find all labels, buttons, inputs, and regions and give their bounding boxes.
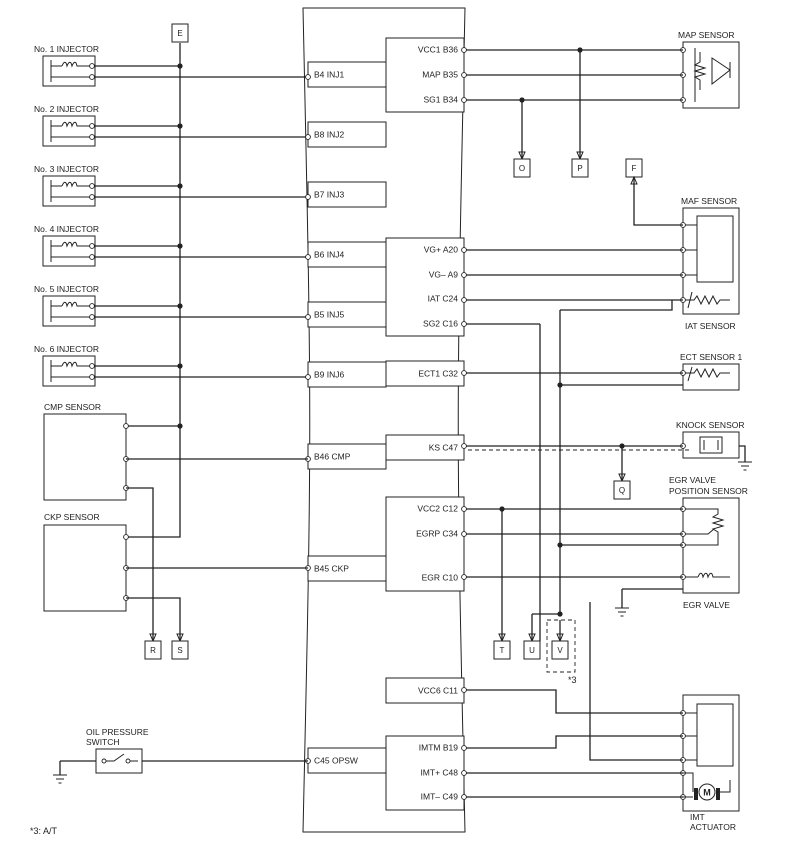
- pin-vcc2-c12: VCC2 C12: [417, 504, 458, 514]
- connector-s: S: [171, 633, 189, 660]
- pin-vcc6-c11: VCC6 C11: [418, 686, 458, 696]
- egr-valve-label: EGR VALVE: [683, 600, 730, 610]
- maf-wires: [464, 177, 683, 325]
- pin-vg-plus-a20: VG+ A20: [424, 245, 459, 255]
- map-sensor: MAP SENSOR: [678, 30, 740, 109]
- svg-text:F: F: [632, 164, 637, 173]
- injector-1: [42, 55, 96, 87]
- map-wires: [464, 47, 683, 159]
- maf-sensor: MAF SENSOR IAT SENSOR: [680, 196, 740, 331]
- oil-switch-label-2: SWITCH: [86, 737, 120, 747]
- pin-b46-cmp: B46 CMP: [314, 452, 351, 462]
- injector-4: [42, 235, 96, 267]
- note-ref-3: *3: [568, 675, 577, 685]
- ecm-right-pin-labels: VCC1 B36 MAP B35 SG1 B34 VG+ A20 VG– A9 …: [416, 45, 458, 802]
- pin-b45-ckp: B45 CKP: [314, 564, 349, 574]
- pin-b5-inj5: B5 INJ5: [314, 310, 345, 320]
- injector-6-label: No. 6 INJECTOR: [34, 344, 99, 354]
- pin-sg2-c16: SG2 C16: [423, 319, 458, 329]
- connector-tags: E O P F Q R S: [144, 23, 643, 660]
- connector-q: Q: [613, 473, 631, 500]
- egr-wires: [464, 506, 683, 641]
- injector-2-label: No. 2 INJECTOR: [34, 104, 99, 114]
- egrp-label-2: POSITION SENSOR: [669, 486, 748, 496]
- pin-sg1-b34: SG1 B34: [424, 95, 459, 105]
- pin-imt-minus-c49: IMT– C49: [421, 792, 459, 802]
- injector-3: [42, 175, 96, 207]
- connector-r: R: [144, 633, 162, 660]
- svg-text:O: O: [519, 164, 525, 173]
- svg-text:T: T: [500, 646, 505, 655]
- ecm-left-pin-labels: B4 INJ1 B8 INJ2 B7 INJ3 B6 INJ4 B5 INJ5 …: [314, 70, 358, 766]
- ecm-right-pin-boxes: [385, 37, 465, 811]
- injector-1-label: No. 1 INJECTOR: [34, 44, 99, 54]
- injectors: No. 1 INJECTOR No. 2 INJECTOR No. 3 INJE…: [34, 44, 99, 387]
- svg-text:S: S: [177, 646, 182, 655]
- egrp-label-1: EGR VALVE: [669, 475, 716, 485]
- injector-2: [42, 115, 96, 147]
- pin-egr-c10: EGR C10: [422, 573, 459, 583]
- pin-ect1-c32: ECT1 C32: [418, 369, 458, 379]
- cmp-sensor: CMP SENSOR: [43, 402, 308, 641]
- connector-t: T: [493, 633, 511, 660]
- imt-label-1: IMT: [690, 812, 705, 822]
- injector-3-label: No. 3 INJECTOR: [34, 164, 99, 174]
- imt-actuator: M IMT ACTUATOR: [680, 694, 740, 832]
- sensor-ground-trunk: *3: [531, 310, 577, 685]
- map-sensor-label: MAP SENSOR: [678, 30, 735, 40]
- svg-text:U: U: [529, 646, 535, 655]
- injector-signal-wires: [94, 76, 308, 378]
- iat-sensor-label: IAT SENSOR: [685, 321, 736, 331]
- ckp-sensor: CKP SENSOR: [43, 512, 308, 641]
- ect-sensor-label: ECT SENSOR 1: [680, 352, 742, 362]
- pin-c45-opsw: C45 OPSW: [314, 756, 358, 766]
- oil-switch-label-1: OIL PRESSURE: [86, 727, 149, 737]
- ect-sensor-1: ECT SENSOR 1: [464, 352, 742, 391]
- ecm-left-terminals: [305, 74, 311, 764]
- pin-iat-c24: IAT C24: [428, 294, 459, 304]
- power-bus-e: [94, 43, 183, 538]
- connector-o: O: [513, 151, 531, 178]
- footnote: *3: A/T: [30, 826, 58, 836]
- injector-5-label: No. 5 INJECTOR: [34, 284, 99, 294]
- pin-vcc1-b36: VCC1 B36: [418, 45, 458, 55]
- connector-f: F: [625, 158, 643, 185]
- injector-6: [42, 355, 96, 387]
- pin-egrp-c34: EGRP C34: [416, 529, 458, 539]
- pin-ks-c47: KS C47: [429, 443, 459, 453]
- pin-b6-inj4: B6 INJ4: [314, 250, 345, 260]
- svg-text:Q: Q: [619, 486, 625, 495]
- knock-sensor: KNOCK SENSOR: [464, 420, 752, 480]
- cmp-sensor-label: CMP SENSOR: [44, 402, 101, 412]
- pin-b4-inj1: B4 INJ1: [314, 70, 345, 80]
- knock-sensor-label: KNOCK SENSOR: [676, 420, 745, 430]
- pin-map-b35: MAP B35: [422, 70, 458, 80]
- egr-valve-position-sensor: EGR VALVE POSITION SENSOR EGR VALVE: [669, 475, 748, 610]
- svg-text:V: V: [557, 646, 563, 655]
- svg-text:E: E: [177, 29, 182, 38]
- pin-b9-inj6: B9 INJ6: [314, 370, 345, 380]
- pin-imt-plus-c48: IMT+ C48: [420, 768, 458, 778]
- pin-b7-inj3: B7 INJ3: [314, 190, 345, 200]
- svg-text:R: R: [150, 646, 156, 655]
- connector-u: U: [523, 633, 541, 660]
- connector-v: V: [551, 633, 569, 660]
- ecm-left-pin-boxes: [307, 61, 387, 774]
- imt-label-2: ACTUATOR: [690, 822, 736, 832]
- ecm-right-terminals: [461, 47, 467, 800]
- connector-e: E: [171, 23, 189, 43]
- pin-b8-inj2: B8 INJ2: [314, 130, 345, 140]
- maf-sensor-label: MAF SENSOR: [681, 196, 737, 206]
- motor-symbol: M: [703, 788, 711, 798]
- ckp-sensor-label: CKP SENSOR: [44, 512, 100, 522]
- imt-wires: [464, 602, 683, 798]
- injector-4-label: No. 4 INJECTOR: [34, 224, 99, 234]
- pin-imtm-b19: IMTM B19: [419, 743, 458, 753]
- oil-pressure-switch: OIL PRESSURE SWITCH: [53, 727, 308, 784]
- injector-5: [42, 295, 96, 327]
- svg-text:P: P: [577, 164, 582, 173]
- connector-p: P: [571, 151, 589, 178]
- pin-vg-minus-a9: VG– A9: [429, 270, 459, 280]
